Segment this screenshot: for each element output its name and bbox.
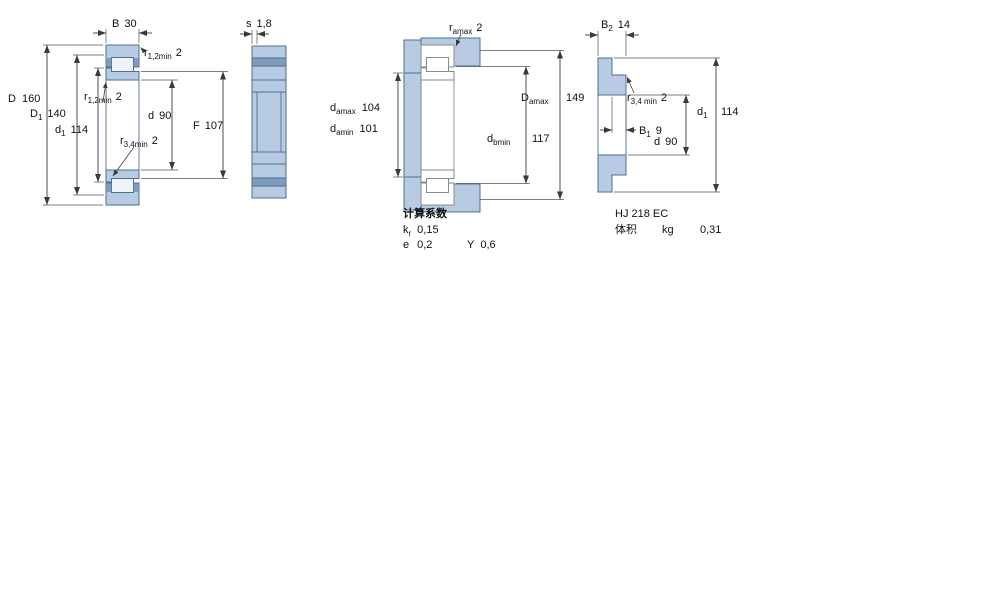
leader-line (102, 81, 108, 103)
side-view-body (251, 45, 287, 199)
leader-line (626, 76, 635, 94)
angle-ring-bottom-section (597, 154, 627, 193)
angle-ring-mass-label: 体积 (615, 222, 637, 236)
leader-line (455, 33, 462, 47)
bearing-outline-roller-top (426, 57, 449, 72)
angle-ring-mass-value: 0,31 (700, 224, 721, 236)
dim-label-d1: d1 (697, 106, 708, 120)
shaft-abutment (403, 39, 422, 211)
dim-value-d1: 114 (721, 106, 739, 118)
dim-value-D-amax: 149 (566, 92, 584, 104)
side-view-dark-band (252, 178, 286, 186)
cage-segment (133, 183, 139, 192)
bearing-outline-roller-bottom (426, 178, 449, 193)
angle-ring-designation: HJ 218 EC (615, 208, 668, 220)
leader-line (140, 47, 147, 54)
cage-segment (106, 183, 112, 192)
angle-ring-mass-unit: kg (662, 224, 674, 236)
side-view-dark-band (252, 58, 286, 66)
roller-bottom-section (111, 178, 134, 193)
cage-segment (106, 58, 112, 67)
dim-value-d-bmin: 117 (532, 133, 550, 145)
angle-ring-info-block: HJ 218 EC 体积 kg 0,31 (615, 208, 721, 236)
angle-ring-top-section (597, 57, 627, 96)
cage-segment (133, 58, 139, 67)
calculation-factors-title: 计算系数 (403, 206, 448, 220)
dim-label-D-amax: Damax (521, 92, 549, 106)
dim-label-d-bmin: dbmin (487, 133, 510, 147)
roller-top-section (111, 57, 134, 72)
leader-line (112, 146, 135, 177)
